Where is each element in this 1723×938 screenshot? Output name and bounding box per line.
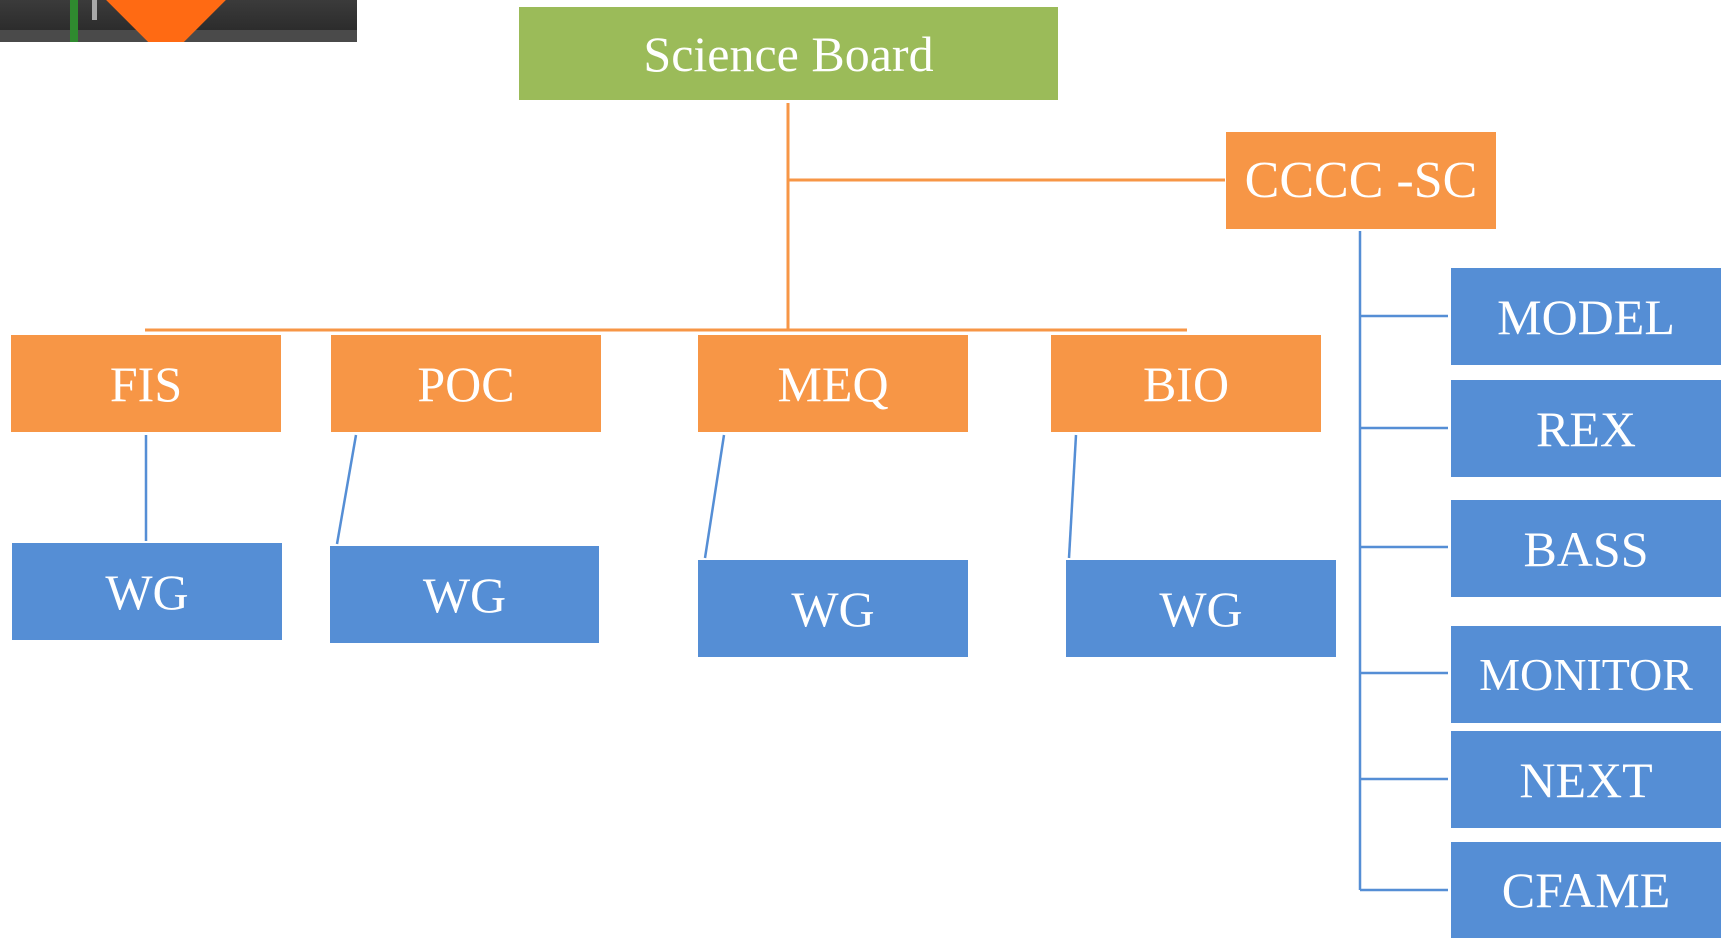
- wg-box-poc: WG: [330, 546, 599, 643]
- sc-group-label: REX: [1536, 400, 1636, 457]
- poc-wg-connector: [335, 434, 358, 545]
- sc-group-box-cfame: CFAME: [1451, 842, 1721, 938]
- wg-box-bio: WG: [1066, 560, 1336, 657]
- sc-group-box-bass: BASS: [1451, 500, 1721, 597]
- pole: [92, 0, 97, 20]
- sign-post: [70, 0, 78, 42]
- sc-group-label: MONITOR: [1479, 649, 1693, 700]
- sc-group-box-model: MODEL: [1451, 268, 1721, 365]
- sc-group-box-monitor: MONITOR: [1451, 626, 1721, 723]
- panel-box-poc: POC: [331, 335, 601, 432]
- panel-label: MEQ: [777, 355, 889, 412]
- meq-wg-connector: [703, 434, 726, 559]
- wg-box-meq: WG: [698, 560, 968, 657]
- road-sign-photo: [0, 0, 357, 42]
- sc-group-box-rex: REX: [1451, 380, 1721, 477]
- wg-label: WG: [791, 580, 875, 637]
- wg-label: WG: [105, 563, 189, 620]
- sc-group-label: CFAME: [1501, 862, 1671, 918]
- steering-committee-label: CCCC -SC: [1244, 152, 1478, 209]
- panel-box-bio: BIO: [1051, 335, 1321, 432]
- sc-group-label: BASS: [1523, 520, 1649, 577]
- sc-group-label: MODEL: [1497, 288, 1675, 345]
- wg-label: WG: [1159, 580, 1243, 637]
- steering-committee-box: CCCC -SC: [1226, 132, 1496, 229]
- panel-label: BIO: [1142, 355, 1230, 412]
- panel-label: FIS: [109, 355, 183, 412]
- wg-box-fis: WG: [12, 543, 282, 640]
- wg-label: WG: [422, 566, 507, 623]
- panel-box-meq: MEQ: [698, 335, 968, 432]
- bio-wg-connector: [1067, 434, 1078, 559]
- panel-box-fis: FIS: [11, 335, 281, 432]
- sc-group-box-next: NEXT: [1451, 731, 1721, 828]
- sc-group-label: NEXT: [1519, 751, 1653, 808]
- science-board-label: Science Board: [643, 25, 934, 82]
- science-board-box: Science Board: [519, 7, 1058, 100]
- panel-label: POC: [417, 355, 515, 412]
